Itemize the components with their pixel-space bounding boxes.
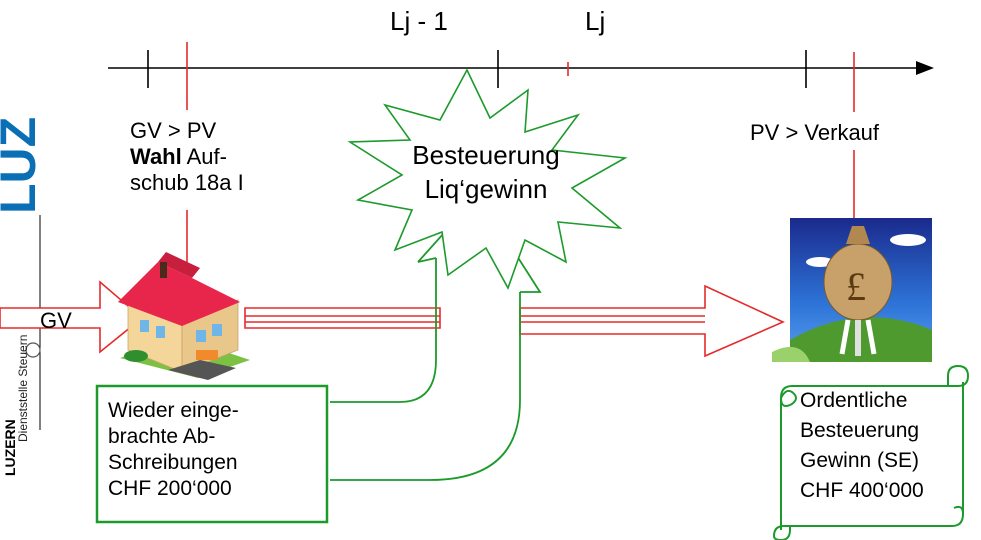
flow-arrow — [0, 280, 785, 358]
right-scroll-line3: Gewinn (SE) — [800, 449, 920, 472]
svg-text:£: £ — [846, 264, 866, 309]
left-green-box — [95, 384, 329, 524]
right-scroll-text: Ordentliche Besteuerung Gewinn (SE) CHF … — [800, 386, 924, 506]
left-note-bold: Wahl — [130, 144, 182, 169]
right-scroll-line2: Besteuerung — [800, 419, 920, 442]
timeline-label-prev: Lj - 1 — [390, 6, 448, 36]
money-bag-icon: £ — [772, 218, 932, 362]
logo-emblem-icon — [25, 342, 41, 358]
starburst-line1: Besteuerung — [412, 140, 560, 170]
left-box-text: Wieder einge- brachte Ab- Schreibungen C… — [108, 398, 239, 502]
left-note-line2-rest: Auf- — [181, 144, 227, 169]
right-green-scroll — [772, 364, 970, 540]
logo-letters: LUZ — [0, 116, 46, 214]
starburst-text: Besteuerung Liq‘gewinn — [392, 138, 580, 206]
left-note-line2: Wahl Auf- — [130, 144, 244, 170]
left-box-line1: Wieder einge- — [108, 399, 239, 422]
starburst-line2: Liq‘gewinn — [424, 174, 548, 204]
left-note-line1: GV > PV — [130, 118, 217, 143]
left-note: GV > PV Wahl Auf- schub 18a I — [130, 118, 244, 196]
logo-subtitle: Dienststelle Steuern — [16, 334, 30, 442]
left-box-line2: brachte Ab- — [108, 425, 216, 448]
right-scroll-line1: Ordentliche — [800, 389, 908, 412]
house-icon — [118, 252, 250, 380]
timeline-label-curr: Lj — [585, 6, 606, 36]
timeline-axis — [108, 50, 934, 88]
left-box-line4: CHF 200‘000 — [108, 477, 232, 500]
starburst-shape — [347, 68, 628, 290]
right-note: PV > Verkauf — [750, 120, 880, 145]
left-box-line3: Schreibungen — [108, 451, 238, 474]
gv-label: GV — [40, 308, 72, 333]
right-scroll-line4: CHF 400‘000 — [800, 479, 924, 502]
left-note-line3: schub 18a I — [130, 170, 244, 195]
